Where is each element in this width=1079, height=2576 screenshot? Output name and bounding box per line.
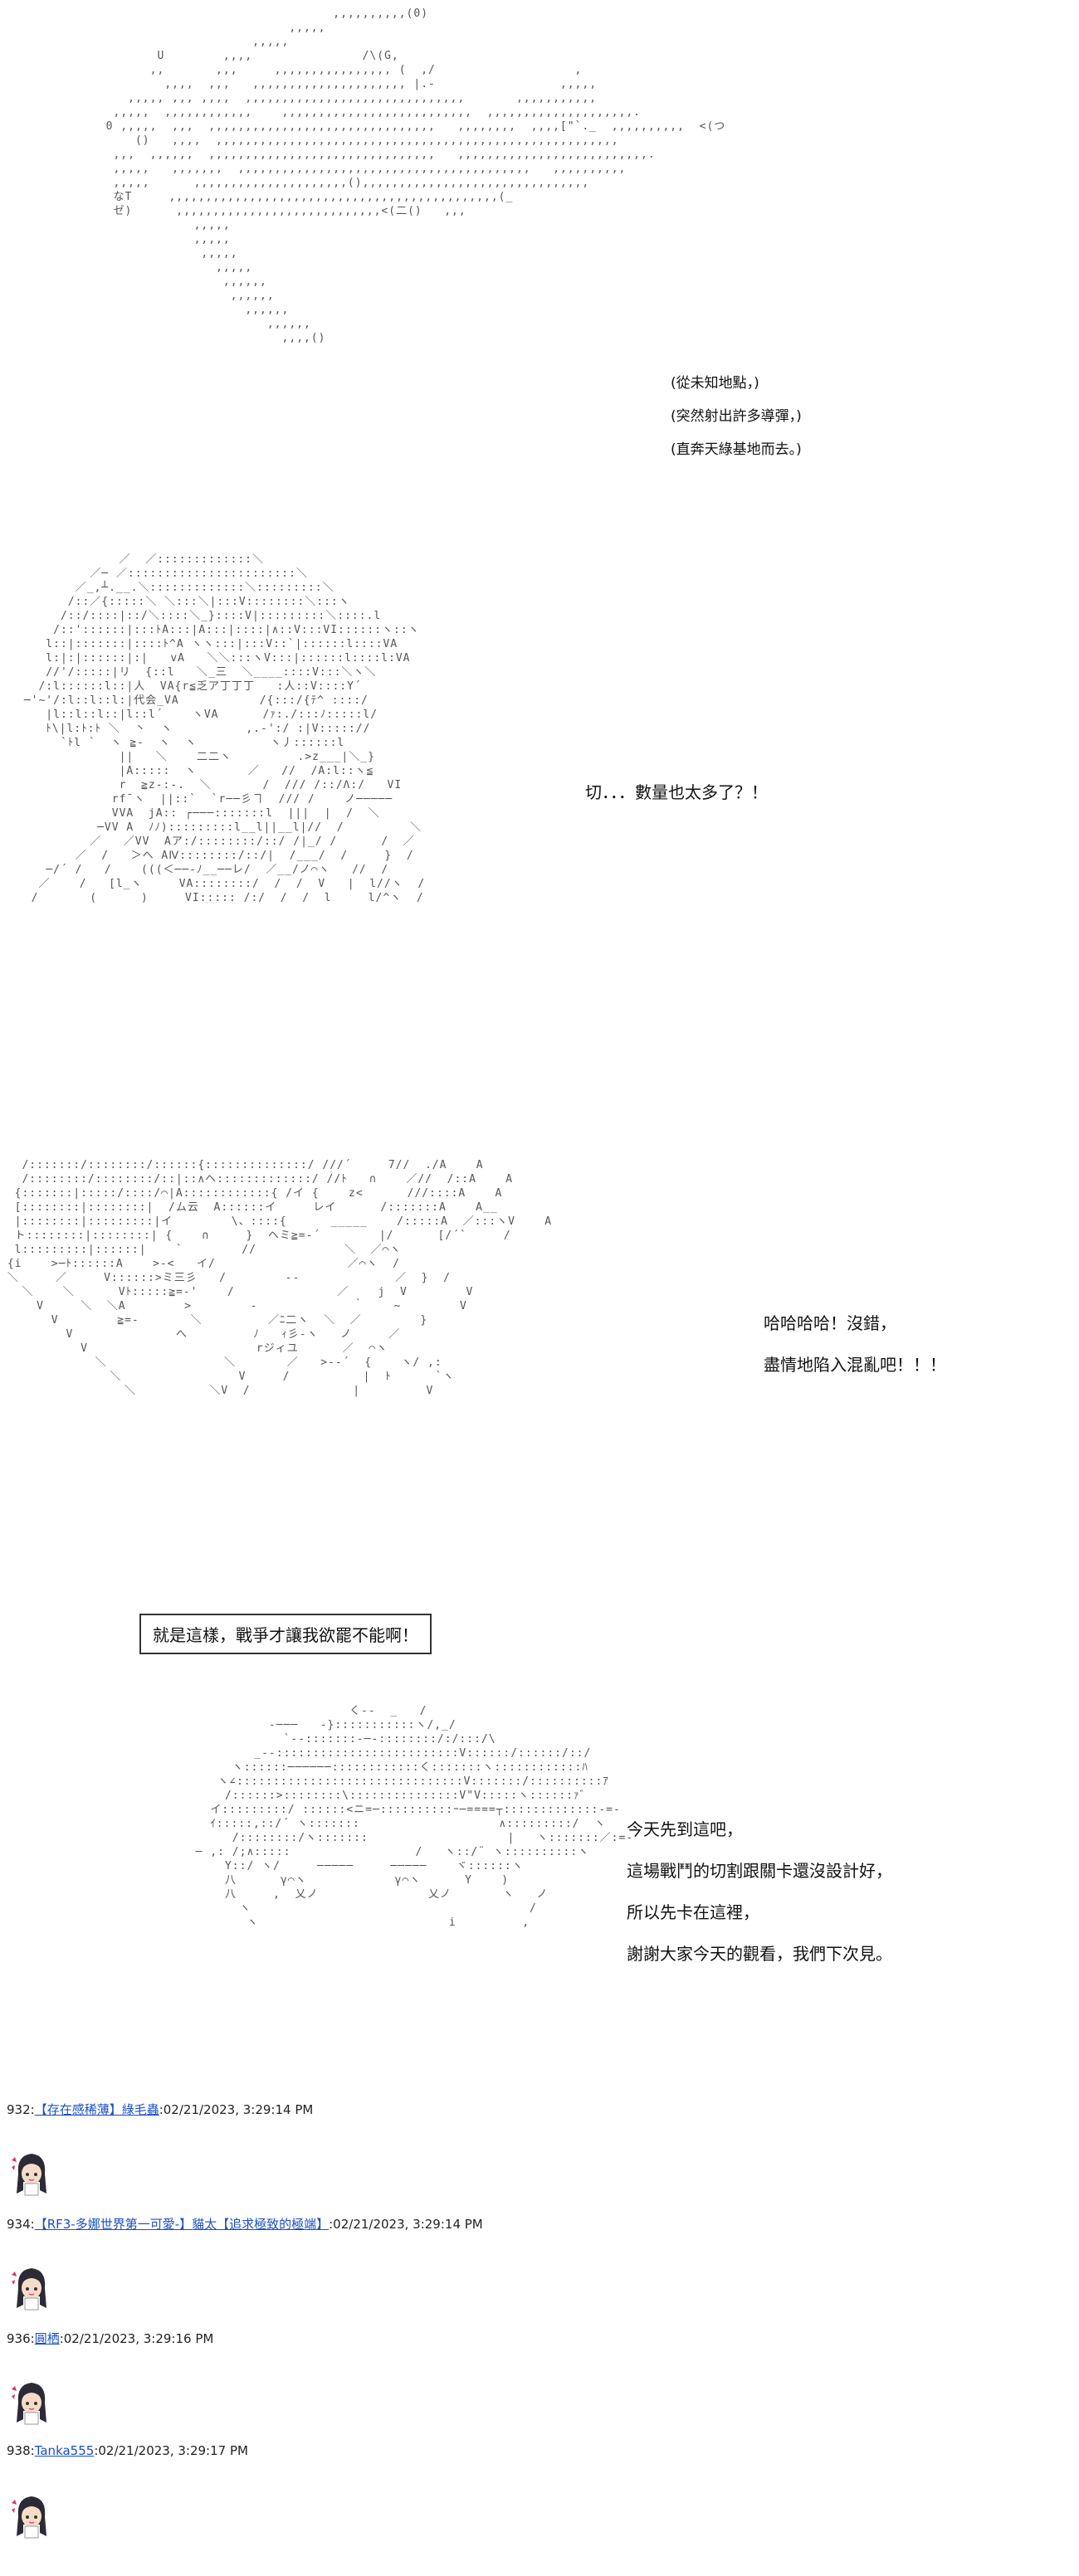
panel-closing: く‐- _ / ‐─── -}:::::::::::ヽ/,_/ `‐-:::::… [0, 1701, 1079, 2066]
comment-post: 936:圓栖:02/21/2023, 3:29:16 PM [7, 2330, 1069, 2347]
ascii-art-laughing: /:::::::/::::::::/::::::{::::::::::::::/… [7, 1159, 553, 1397]
avatar [7, 2378, 56, 2427]
comment-post: 932:【存在感稀薄】綠毛蟲:02/21/2023, 3:29:14 PM [7, 2101, 1069, 2118]
dialogue-closing: 今天先到這吧， 這場戰鬥的切割跟關卡還沒設計好， 所以先卡在這裡， 謝謝大家今天… [627, 1809, 892, 1975]
dialogue-line: 所以先卡在這裡， [627, 1902, 759, 1922]
avatar [7, 2149, 56, 2199]
comment-post: 938:Tanka555:02/21/2023, 3:29:17 PM [7, 2443, 1069, 2458]
post-number: 934: [7, 2217, 35, 2232]
post-number: 938: [7, 2443, 35, 2458]
avatar [7, 2491, 56, 2541]
framed-caption: 就是這樣，戰爭才讓我欲罷不能啊！ [139, 1614, 432, 1654]
chibi-girl-avatar-icon [12, 2268, 46, 2311]
post-author-extra-link[interactable]: 貓太【追求極致的極端】 [192, 2217, 330, 2232]
dialogue-line: 切．．．數量也太多了？！ [585, 782, 768, 802]
post-number: 932: [7, 2102, 35, 2117]
chibi-girl-avatar-icon [12, 2383, 46, 2425]
post-date: :02/21/2023, 3:29:14 PM [329, 2217, 483, 2232]
narration-missiles: (從未知地點，) (突然射出許多導彈，) (直奔天綠基地而去。) [671, 367, 802, 466]
dialogue-line: 這場戰鬥的切割跟關卡還沒設計好， [627, 1861, 892, 1881]
dialogue-line: 盡情地陷入混亂吧！！！ [764, 1355, 946, 1375]
panel-surprised: ／ ／:::::::::::::＼ ／─ ／::::::::::::::::::… [0, 548, 1079, 1128]
avatar [7, 2263, 56, 2313]
narration-line: (直奔天綠基地而去。) [671, 441, 802, 458]
post-date: :02/21/2023, 3:29:16 PM [59, 2331, 214, 2346]
dialogue-laughing: 哈哈哈哈！沒錯， 盡情地陷入混亂吧！！！ [764, 1303, 946, 1385]
post-author-link[interactable]: Tanka555 [34, 2443, 95, 2458]
dialogue-line: 謝謝大家今天的觀看，我們下次見。 [627, 1944, 892, 1964]
narration-line: (突然射出許多導彈，) [671, 408, 802, 425]
comment-post: 934:【RF3-多娜世界第一可愛-】貓太【追求極致的極端】:02/21/202… [7, 2215, 1069, 2233]
post-date: :02/21/2023, 3:29:14 PM [159, 2102, 314, 2117]
panel-laughing: /:::::::/::::::::/::::::{::::::::::::::/… [0, 1153, 1079, 1585]
dialogue-surprised: 切．．．數量也太多了？！ [585, 772, 768, 813]
dialogue-line: 哈哈哈哈！沒錯， [764, 1313, 896, 1333]
post-author-link[interactable]: 圓栖 [34, 2331, 60, 2346]
ascii-art-missiles: ,,,,,,,,,,(0) ,,,,, ,,,,, U ,,,, /\(G, ,… [105, 7, 726, 344]
narration-line: (從未知地點，) [671, 375, 759, 392]
panel-missiles: ,,,,,,,,,,(0) ,,,,, ,,,,, U ,,,, /\(G, ,… [0, 0, 1079, 531]
post-number: 936: [7, 2331, 35, 2346]
post-author-link[interactable]: 【存在感稀薄】綠毛蟲 [34, 2102, 159, 2117]
ascii-art-surprised: ／ ／:::::::::::::＼ ／─ ／::::::::::::::::::… [23, 553, 426, 904]
post-author-link[interactable]: 【RF3-多娜世界第一可愛-】 [34, 2217, 193, 2232]
chibi-girl-avatar-icon [12, 2154, 46, 2196]
post-date: :02/21/2023, 3:29:17 PM [94, 2443, 248, 2458]
dialogue-line: 今天先到這吧， [627, 1819, 743, 1839]
chibi-girl-avatar-icon [12, 2496, 46, 2539]
ascii-art-closing: く‐- _ / ‐─── -}:::::::::::ヽ/,_/ `‐-:::::… [195, 1705, 634, 1929]
